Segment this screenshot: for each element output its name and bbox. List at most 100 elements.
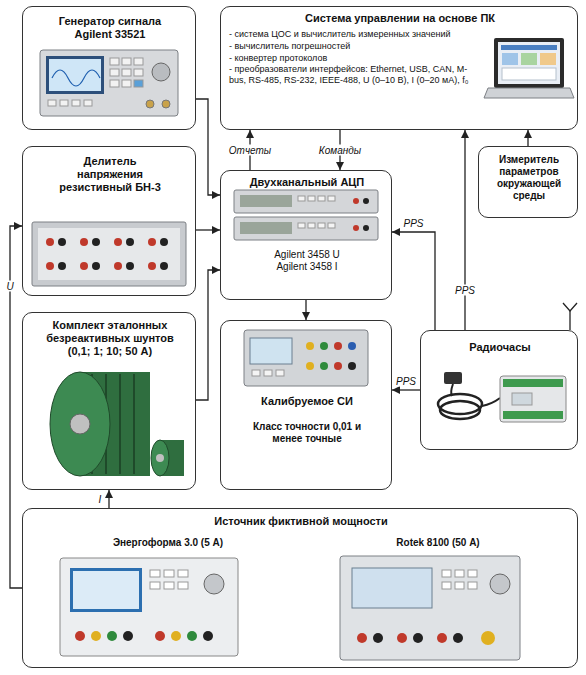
voltage-divider-image <box>32 222 186 286</box>
small-shunt-face <box>151 440 169 476</box>
button <box>178 570 188 577</box>
energoforma-display <box>73 571 139 609</box>
socket <box>123 631 133 641</box>
button <box>298 223 305 228</box>
terminal <box>353 225 359 231</box>
signal-label: PPS <box>395 376 417 387</box>
button <box>318 223 325 228</box>
front-panel <box>38 228 180 280</box>
socket <box>481 631 495 645</box>
laptop-screen <box>498 42 560 84</box>
shunt-face <box>50 372 110 476</box>
rack-case <box>32 222 186 286</box>
multimeter-case <box>234 190 378 213</box>
button <box>442 582 451 589</box>
shunt-hub <box>70 414 90 434</box>
terminal <box>58 238 66 246</box>
environment-meter-box: Измеритель параметров окружающей среды <box>478 146 578 218</box>
energoforma-case <box>60 558 238 656</box>
button <box>122 80 131 87</box>
terminal <box>353 198 359 204</box>
adc-image <box>234 190 378 240</box>
socket <box>171 631 181 641</box>
terminal <box>348 342 356 350</box>
node-text: Rotek 8100 (50 А) <box>323 537 553 549</box>
terminal <box>363 225 369 231</box>
button <box>468 582 477 589</box>
button <box>110 58 119 65</box>
terminal <box>334 362 342 370</box>
button <box>48 100 56 106</box>
socket <box>187 631 197 641</box>
node-heading: Комплект эталонных безреактивных шунтов … <box>35 319 185 359</box>
terminal <box>46 262 54 270</box>
button <box>178 582 188 589</box>
node-heading: Система управлении на основе ПК <box>229 12 571 25</box>
signal-label: PPS <box>402 218 424 229</box>
calibrated-instrument-box: Калибруемое СИ Класс точности 0,01 и мене… <box>220 320 392 490</box>
node-heading: Двухканальный АЦП <box>225 176 389 189</box>
calibrated-instrument-image <box>244 330 368 386</box>
multimeter-case <box>234 217 378 240</box>
multimeter-display <box>240 195 292 207</box>
antenna-mast <box>569 311 570 330</box>
shunt-set-box: Комплект эталонных безреактивных шунтов … <box>22 312 196 490</box>
signal-label: U <box>5 281 14 292</box>
radio-clock-image <box>438 303 577 422</box>
multimeter-display <box>240 222 292 234</box>
terminal <box>306 362 314 370</box>
button <box>252 370 260 376</box>
signal-generator-image <box>40 50 178 116</box>
terminal <box>363 198 369 204</box>
radio-clock-box: Радиочасы <box>420 330 578 450</box>
terminal <box>334 342 342 350</box>
terminal <box>126 238 134 246</box>
laptop-base <box>484 88 574 98</box>
button <box>134 80 143 87</box>
node-heading: Калибруемое СИ <box>227 395 387 408</box>
button <box>328 223 335 228</box>
connector-arrow <box>527 130 528 146</box>
button <box>455 582 464 589</box>
energoforma-display-frame <box>70 568 142 612</box>
instrument-panel <box>40 50 178 116</box>
button <box>318 196 325 201</box>
socket <box>155 631 165 641</box>
button <box>150 570 160 577</box>
power-source-images <box>60 556 520 660</box>
laptop-image <box>484 38 574 98</box>
connector-arrow <box>108 490 109 508</box>
button <box>276 370 284 376</box>
socket <box>107 631 117 641</box>
shunt-set-image <box>50 372 184 476</box>
socket <box>397 633 407 643</box>
node-heading: Радиочасы <box>425 341 575 354</box>
clock-module <box>500 376 566 422</box>
connector <box>146 100 154 108</box>
terminal <box>320 362 328 370</box>
button <box>308 223 315 228</box>
rotek-case <box>340 556 520 660</box>
window-panel <box>540 53 556 65</box>
socket <box>413 633 423 643</box>
button <box>122 58 131 65</box>
terminal <box>126 262 134 270</box>
screen <box>49 59 101 91</box>
button <box>72 100 80 106</box>
button <box>164 582 174 589</box>
node-text: Энергоформа 3.0 (5 А) <box>53 537 283 549</box>
button <box>122 69 131 76</box>
node-text: Класс точности 0,01 и менее точные <box>242 421 372 445</box>
terminal-block <box>503 411 563 419</box>
terminal <box>348 362 356 370</box>
button <box>442 570 451 577</box>
cable <box>482 398 500 406</box>
button <box>298 196 305 201</box>
button <box>150 582 160 589</box>
shunt-rib <box>119 374 121 474</box>
socket <box>357 633 367 643</box>
button <box>468 570 477 577</box>
